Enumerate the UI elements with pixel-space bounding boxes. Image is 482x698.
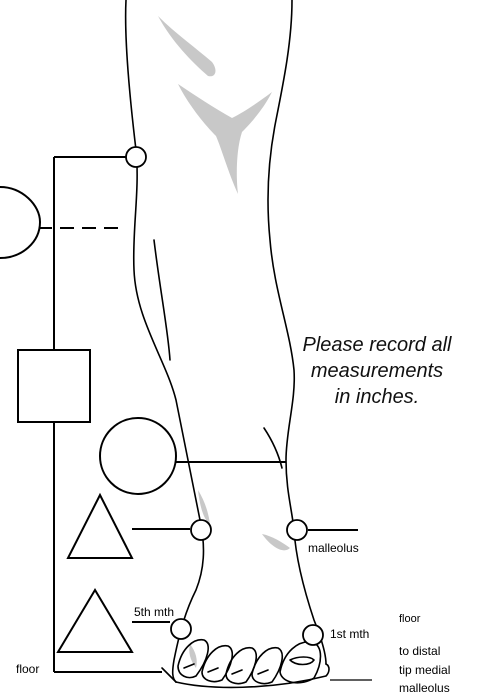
toe-4 (202, 646, 232, 682)
floor-label-left: floor (16, 662, 39, 676)
ankle-triangle-symbol (68, 495, 132, 558)
instruction-line-3: in inches. (282, 384, 472, 410)
fifth-mth-label: 5th mth (134, 605, 174, 619)
thigh-point (126, 147, 146, 167)
toenail-3 (232, 670, 242, 674)
toenail-5 (184, 664, 194, 668)
calf-inner-line (154, 240, 170, 360)
malleolus-point (287, 520, 307, 540)
ankle-shade-right (262, 534, 290, 550)
instruction-line-2: measurements (282, 358, 472, 384)
distal-label-line-1: to distal (399, 644, 440, 658)
ankle-point-left (191, 520, 211, 540)
instruction-line-1: Please record all (282, 332, 472, 358)
calf-square-symbol (18, 350, 90, 422)
leg-shading (158, 16, 290, 668)
foot-triangle-symbol (58, 590, 132, 652)
toenail-2 (258, 670, 268, 674)
thigh-circle-symbol-full (0, 187, 40, 258)
toes (178, 640, 321, 684)
heel-line (162, 668, 176, 682)
floor-label-right: floor (399, 612, 420, 626)
shape-symbols (0, 187, 176, 652)
measurement-instruction: Please record all measurements in inches… (282, 332, 472, 410)
toe-1 (280, 642, 321, 683)
thigh-shade-upper (158, 16, 215, 76)
ankle-circle-symbol (100, 418, 176, 494)
distal-label-line-3: malleolus (399, 681, 450, 695)
first-mth-point (303, 625, 323, 645)
toenail-4 (208, 668, 218, 672)
fifth-mth-point (171, 619, 191, 639)
malleolus-label: malleolus (308, 541, 359, 555)
distal-label-line-2: tip medial (399, 663, 450, 677)
toenail-1 (290, 657, 314, 665)
knee-shade (178, 84, 272, 194)
first-mth-label: 1st mth (330, 627, 369, 641)
